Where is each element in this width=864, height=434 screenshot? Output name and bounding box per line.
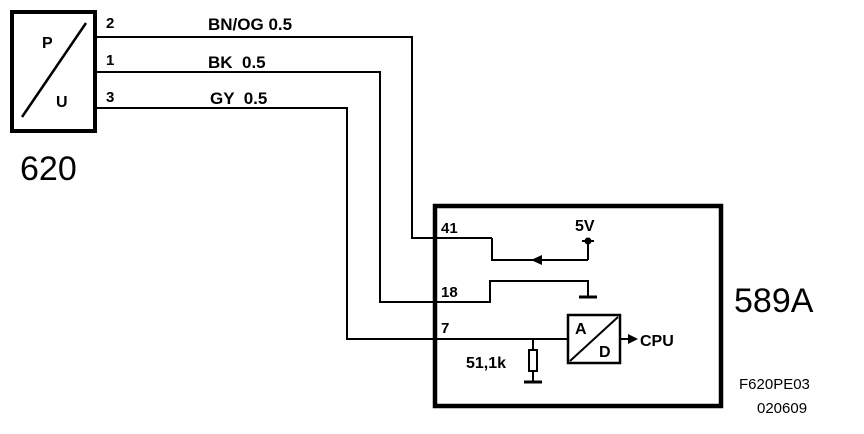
ecu-id: 589A [734, 282, 814, 320]
ecu-pin-41: 41 [441, 220, 458, 237]
sensor-620: P U [10, 10, 97, 133]
resistor [524, 339, 542, 384]
wire-gy [96, 107, 533, 340]
sensor-pin-3: 3 [106, 89, 114, 106]
wire-label-gy: GY 0.5 [210, 89, 267, 108]
resistor-label: 51,1k [466, 355, 506, 372]
sensor-letter-p: P [42, 35, 53, 52]
adc-letter-d: D [599, 344, 611, 361]
ecu-pin-7: 7 [441, 320, 449, 337]
adc-diagonal [569, 316, 619, 362]
sensor-diagonal [20, 22, 88, 118]
cpu-label: CPU [640, 333, 674, 350]
sensor-id: 620 [20, 150, 77, 188]
wire-label-bn-og: BN/OG 0.5 [208, 15, 292, 34]
sensor-letter-u: U [56, 94, 68, 111]
wire-bk [96, 71, 589, 303]
figure-code: F620PE03 [739, 376, 810, 393]
ecu-pin-18: 18 [441, 284, 458, 301]
cpu-arrow-icon [628, 334, 638, 344]
wire-bn-og [96, 36, 492, 239]
resistor-body-icon [528, 349, 538, 372]
sensor-pin-2: 2 [106, 15, 114, 32]
adc-letter-a: A [575, 321, 587, 338]
sensor-box [10, 10, 97, 133]
wiper-arrow-icon [531, 255, 542, 265]
figure-date: 020609 [757, 400, 807, 417]
sensor-pin-1: 1 [106, 52, 114, 69]
pot-wiper-line [491, 238, 540, 261]
ecu-box [432, 203, 724, 409]
wire-label-bk: BK 0.5 [208, 53, 266, 72]
wires [96, 36, 589, 340]
supply-label: 5V [575, 218, 595, 235]
